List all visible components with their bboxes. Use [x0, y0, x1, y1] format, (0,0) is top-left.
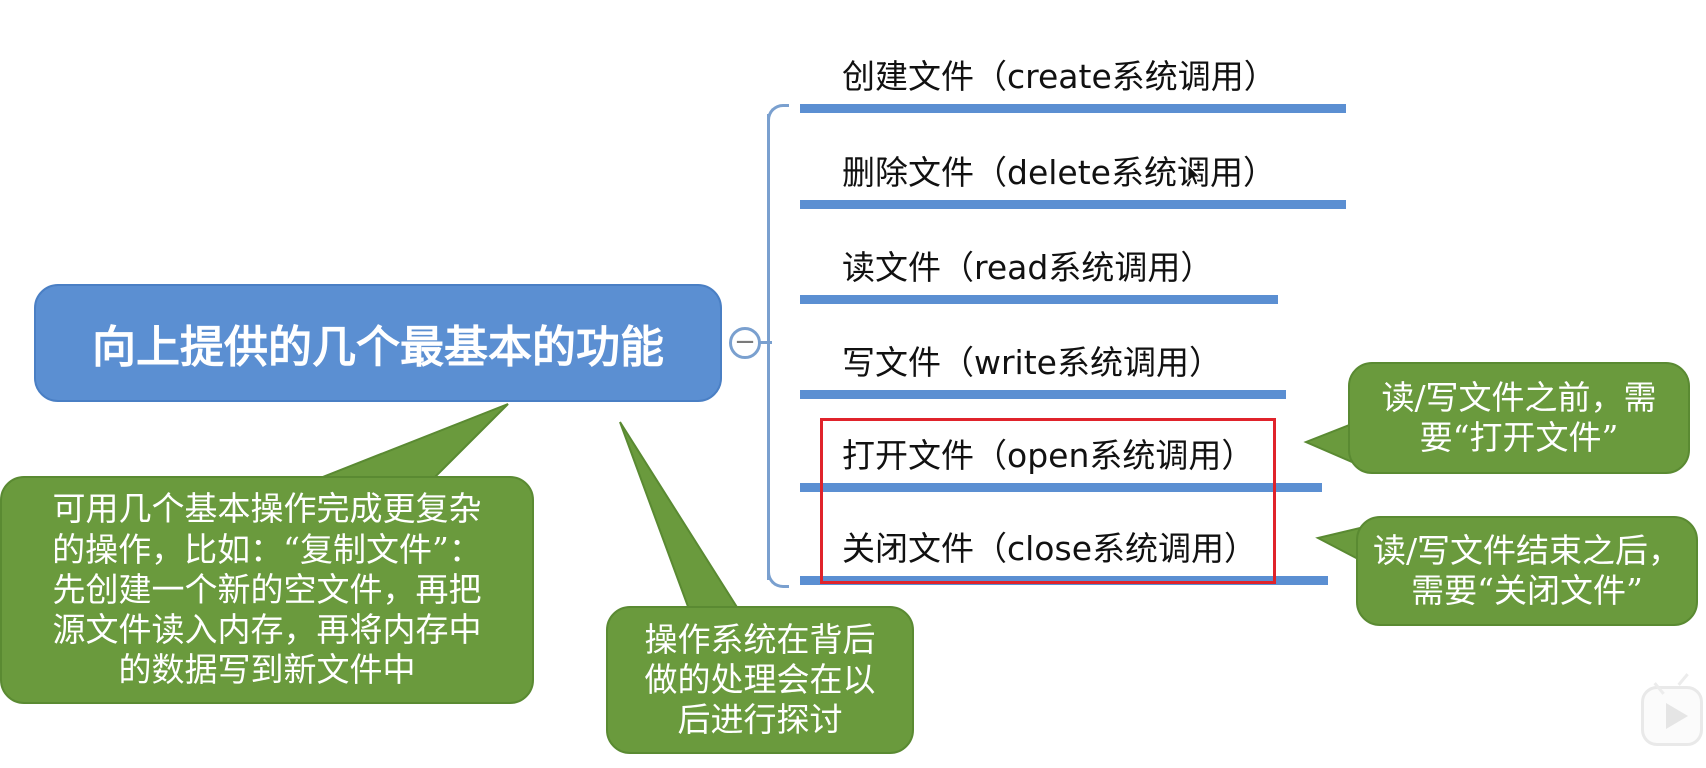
callout-composite-ops: 可用几个基本操作完成更复杂 的操作，比如：“复制文件”： 先创建一个新的空文件，… — [0, 476, 534, 704]
callout-close-note: 读/写文件结束之后， 需要“关闭文件” — [1356, 516, 1698, 626]
callout-line: 做的处理会在以 — [644, 659, 876, 699]
callout-os-background: 操作系统在背后 做的处理会在以 后进行探讨 — [606, 606, 914, 754]
root-node[interactable]: 向上提供的几个最基本的功能 — [34, 284, 722, 402]
video-play-icon[interactable] — [1641, 673, 1703, 746]
callout-line: 读/写文件结束之后， — [1372, 530, 1682, 570]
branch-underline — [800, 295, 1278, 304]
branch-underline — [800, 104, 1346, 113]
callout-line: 操作系统在背后 — [644, 619, 876, 659]
callout-open-note: 读/写文件之前，需 要“打开文件” — [1348, 362, 1690, 474]
branch-read[interactable]: 读文件（read系统调用） — [800, 241, 1278, 311]
branch-label: 打开文件（open系统调用） — [842, 436, 1255, 475]
branch-curve-top — [767, 104, 789, 126]
tail-os-background — [619, 421, 742, 613]
callout-line: 先创建一个新的空文件，再把 — [52, 569, 482, 609]
callout-line: 可用几个基本操作完成更复杂 — [52, 489, 482, 529]
branch-label: 写文件（write系统调用） — [842, 343, 1222, 382]
mouse-cursor-icon — [1187, 164, 1202, 186]
callout-line: 后进行探讨 — [677, 700, 843, 740]
branch-underline — [800, 200, 1346, 209]
root-connector — [760, 341, 772, 344]
branch-underline — [800, 576, 1328, 585]
branch-underline — [800, 483, 1322, 492]
callout-line: 的操作，比如：“复制文件”： — [52, 529, 482, 569]
root-label: 向上提供的几个最基本的功能 — [92, 322, 664, 373]
highlight-box — [820, 418, 1276, 584]
branch-label: 删除文件（delete系统调用） — [842, 153, 1276, 192]
callout-line: 源文件读入内存，再将内存中 — [52, 610, 482, 650]
branch-create[interactable]: 创建文件（create系统调用） — [800, 50, 1346, 120]
branch-close[interactable]: 关闭文件（close系统调用） — [800, 522, 1328, 592]
branch-label: 读文件（read系统调用） — [842, 248, 1214, 287]
branch-write[interactable]: 写文件（write系统调用） — [800, 336, 1286, 406]
collapse-icon[interactable]: − — [729, 327, 761, 359]
callout-line: 要“打开文件” — [1419, 418, 1619, 457]
play-icon-ear — [1677, 673, 1700, 695]
branch-label: 创建文件（create系统调用） — [842, 57, 1277, 96]
branch-underline — [800, 390, 1286, 399]
play-icon-ear — [1653, 673, 1676, 695]
tail-composite-ops — [309, 403, 509, 483]
callout-line: 需要“关闭文件” — [1411, 571, 1643, 610]
branch-delete[interactable]: 删除文件（delete系统调用） — [800, 146, 1346, 216]
branch-curve-bottom — [767, 566, 789, 588]
branch-open[interactable]: 打开文件（open系统调用） — [800, 429, 1322, 499]
callout-line: 的数据写到新文件中 — [118, 650, 416, 690]
branch-bracket — [767, 114, 789, 580]
callout-line: 读/写文件之前，需 — [1381, 377, 1657, 417]
branch-label: 关闭文件（close系统调用） — [842, 529, 1257, 568]
